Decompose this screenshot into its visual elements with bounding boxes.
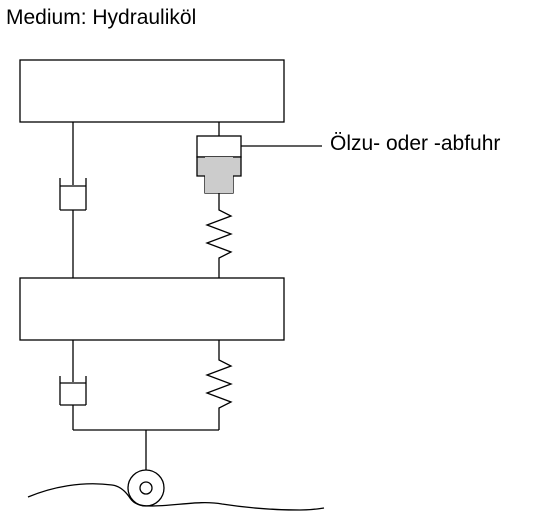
upper-damper [59,122,87,278]
upper-body-mass [19,59,285,123]
wheel-outer [127,469,165,507]
lower-spring [205,340,233,430]
wheel-hub [139,481,153,495]
road-surface [27,483,325,511]
lower-damper [59,340,87,430]
medium-label: Medium: Hydrauliköl [6,6,197,29]
hydraulic-actuator [196,122,242,203]
upper-spring [205,203,233,278]
lower-body-mass [19,277,285,341]
oil-supply-label: Ölzu- oder -abfuhr [330,132,501,155]
